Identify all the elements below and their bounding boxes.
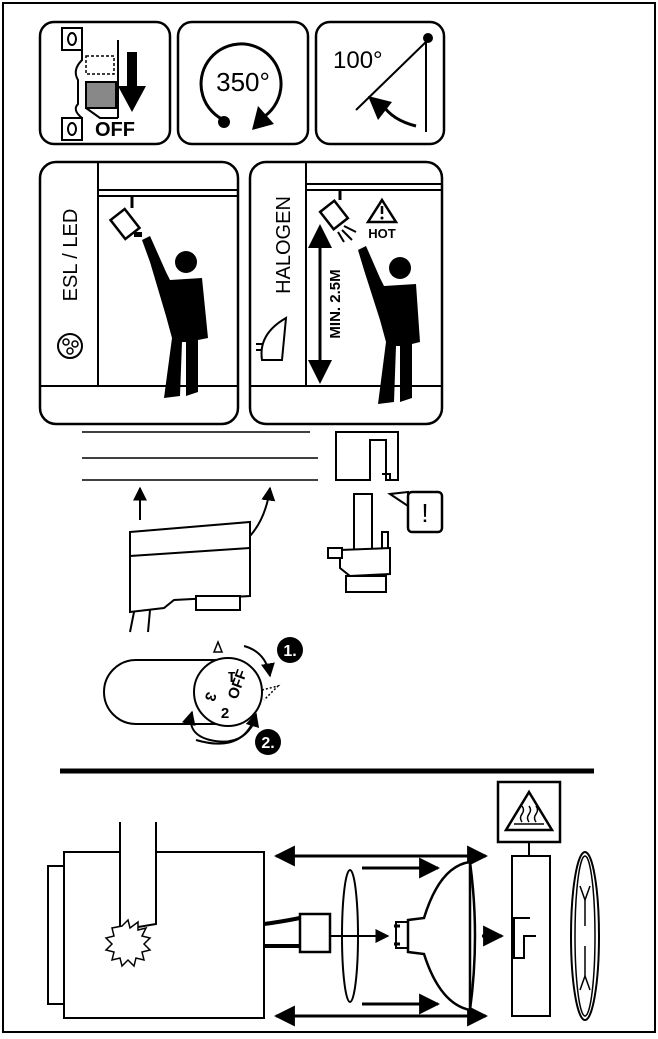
tilt-pivot-dot <box>423 33 433 43</box>
rotation-arc <box>199 42 283 123</box>
step-one-arrow <box>243 645 275 678</box>
halogen-person-silhouette <box>358 246 420 404</box>
dial-pos-2: 2 <box>221 705 229 722</box>
esl-spotlight-icon <box>108 196 142 241</box>
hot-surface-warning-icon <box>496 780 562 856</box>
rotation-angle-label: 350° <box>216 67 270 97</box>
person-silhouette <box>142 236 208 398</box>
twist-lock-icon <box>570 851 600 1021</box>
rotation-arrow-icon <box>252 106 274 130</box>
track-mounting-diagram: ! <box>82 431 444 633</box>
dial-knob[interactable] <box>193 657 263 727</box>
step-two-arrow-b <box>195 712 260 745</box>
rotate-arrow <box>249 486 276 537</box>
halogen-panel: HALOGEN MIN. 2.5M HOT <box>248 160 444 426</box>
dial-pos-1: 1 <box>228 668 236 685</box>
off-label: OFF <box>95 119 135 141</box>
track-profile-icon <box>335 431 399 481</box>
dial-pointer-icon <box>261 684 281 701</box>
dial-adjustment-diagram: OFF 1 2 3 1. 2. <box>103 637 303 755</box>
tilt-arrow-icon <box>368 96 392 120</box>
tilt-diagonal-line <box>355 37 431 111</box>
step-two-label: 2. <box>261 735 274 752</box>
adapter-side-icon <box>327 493 391 593</box>
rotation-start-dot <box>218 116 230 128</box>
lamp-replacement-diagram <box>47 780 600 1027</box>
esl-led-label: ESL / LED <box>60 209 82 302</box>
tilt-angle-label: 100° <box>333 47 383 74</box>
min-height-label: MIN. 2.5M <box>327 269 344 338</box>
hot-label: HOT <box>368 226 396 241</box>
rotation-panel: 350° <box>176 20 310 146</box>
spring-clip-icon <box>104 918 152 968</box>
down-arrow-icon <box>118 52 146 112</box>
retaining-ring-icon <box>341 869 359 1003</box>
esl-led-panel: ESL / LED <box>38 160 240 426</box>
halogen-spotlight-icon <box>318 190 357 243</box>
hot-warning-icon <box>365 197 399 224</box>
adapter-icon <box>129 520 251 633</box>
socket-connector-icon <box>263 912 390 954</box>
lamp-holder-icon <box>511 855 551 1017</box>
dial-indicator-icon <box>212 639 224 653</box>
height-arrow-icon <box>308 224 332 384</box>
step-one-label: 1. <box>283 643 296 660</box>
halogen-bulb-icon <box>256 316 288 361</box>
step-two-badge <box>255 729 281 755</box>
warning-mark: ! <box>421 498 428 528</box>
breaker-switch-icon <box>61 27 119 141</box>
tilt-panel: 100° <box>314 20 446 146</box>
led-bulb-icon <box>57 333 83 359</box>
switch-off-panel: OFF <box>38 20 172 146</box>
luminaire-body-icon <box>47 822 265 1019</box>
warning-callout-icon: ! <box>387 490 444 534</box>
halogen-reflector-lamp-icon <box>394 860 477 1012</box>
step-one-badge <box>277 637 303 663</box>
halogen-label: HALOGEN <box>273 196 295 294</box>
